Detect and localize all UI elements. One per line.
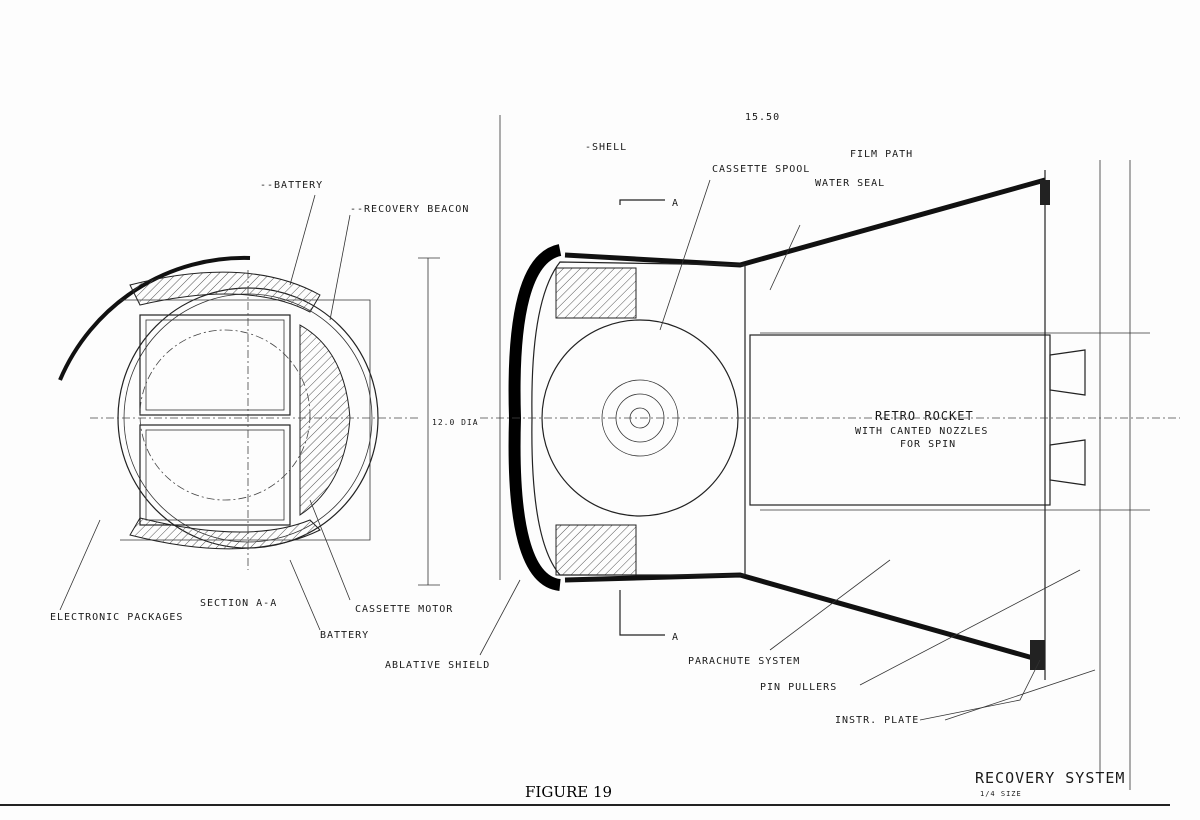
label-diameter: 12.0 DIA: [432, 418, 479, 427]
label-width-dim: 15.50: [745, 112, 780, 123]
section-a-a-view: [58, 255, 420, 570]
label-recovery-beacon: --RECOVERY BEACON: [350, 204, 469, 215]
label-section-a-bottom: A: [672, 632, 679, 643]
label-retro-rocket: RETRO ROCKET: [875, 409, 974, 423]
label-battery-bottom: BATTERY: [320, 630, 369, 641]
label-pin-pullers: PIN PULLERS: [760, 682, 837, 693]
label-water-seal: WATER SEAL: [815, 178, 885, 189]
label-shell: -SHELL: [585, 142, 627, 153]
battery-bottom: [129, 517, 321, 550]
label-instr-plate: INSTR. PLATE: [835, 715, 919, 726]
figure-label: FIGURE 19: [525, 783, 612, 801]
label-film-path: FILM PATH: [850, 149, 913, 160]
label-electronic-packages: ELECTRONIC PACKAGES: [50, 612, 183, 623]
label-retro-rocket-2: WITH CANTED NOZZLES: [855, 426, 988, 437]
leader-lines: [59, 179, 1096, 721]
label-section-a-top: A: [672, 198, 679, 209]
ablative-shield: [508, 244, 562, 591]
label-battery-top: --BATTERY: [260, 180, 323, 191]
retro-rocket: [749, 334, 1051, 506]
label-ablative-shield: ABLATIVE SHIELD: [385, 660, 490, 671]
label-section-a-a: SECTION A-A: [200, 598, 277, 609]
label-parachute-system: PARACHUTE SYSTEM: [688, 656, 800, 667]
capsule-side-view: [480, 115, 1180, 790]
recovery-beacon: [299, 324, 351, 516]
title-block-scale: 1/4 SIZE: [980, 790, 1022, 798]
label-cassette-spool: CASSETTE SPOOL: [712, 164, 810, 175]
title-block-title: RECOVERY SYSTEM: [975, 769, 1125, 787]
label-retro-rocket-3: FOR SPIN: [900, 439, 956, 450]
battery-top: [129, 271, 321, 313]
diameter-dimension: [418, 257, 440, 586]
label-cassette-motor: CASSETTE MOTOR: [355, 604, 453, 615]
